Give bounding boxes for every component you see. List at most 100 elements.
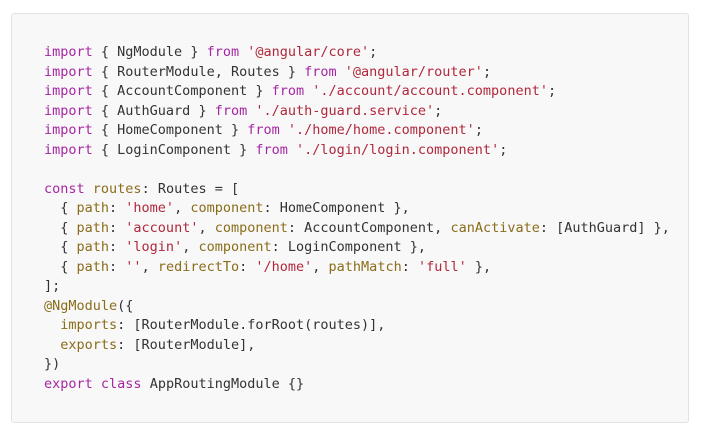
code-token-string: './home/home.component'	[287, 122, 475, 138]
code-line: { path: 'account', component: AccountCom…	[44, 219, 670, 239]
code-token-keyword: import	[44, 141, 93, 158]
code-token-plain	[280, 122, 288, 138]
code-token-prop: pathMatch	[328, 258, 402, 275]
code-token-plain: : LoginComponent },	[271, 239, 427, 255]
code-token-keyword: import	[44, 122, 93, 138]
code-token-plain	[288, 142, 296, 158]
code-token-keyword: from	[214, 102, 248, 119]
code-token-plain: {	[44, 258, 77, 275]
code-token-prop: component	[214, 219, 288, 236]
code-token-string: '@angular/core'	[247, 44, 370, 60]
code-line: { path: '', redirectTo: '/home', pathMat…	[44, 258, 670, 278]
code-token-plain	[44, 337, 60, 353]
code-token-string: './auth-guard.service'	[255, 102, 435, 119]
code-token-keyword: export	[44, 375, 93, 392]
code-token-plain: ,	[312, 258, 329, 275]
code-token-plain: :	[401, 258, 418, 275]
code-token-keyword: from	[304, 63, 337, 80]
code-token-plain: :	[109, 239, 126, 255]
code-token-plain: ,	[182, 239, 199, 255]
code-line: })	[44, 355, 670, 375]
code-token-plain	[85, 181, 93, 197]
code-token-string: '@angular/router'	[344, 63, 483, 80]
code-token-prop: component	[198, 239, 272, 255]
code-token-plain: { AccountComponent }	[92, 83, 272, 99]
code-token-keyword: import	[44, 44, 93, 60]
code-token-plain: ];	[44, 278, 61, 294]
code-token-prop: exports	[60, 336, 118, 353]
code-token-prop: redirectTo	[157, 258, 240, 275]
code-token-plain: {	[44, 239, 77, 255]
code-token-plain: : [RouterModule],	[117, 336, 256, 353]
code-token-plain: : [AuthGuard] },	[539, 219, 670, 236]
code-token-keyword: from	[206, 44, 240, 60]
code-block[interactable]: import { NgModule } from '@angular/core'…	[44, 43, 670, 394]
code-token-plain: :	[109, 219, 126, 236]
code-token-keyword: class	[100, 375, 142, 392]
code-token-keyword: import	[44, 63, 93, 80]
code-token-plain: {	[44, 219, 77, 236]
code-token-string: './account/account.component'	[312, 83, 548, 99]
code-token-plain: ,	[141, 258, 158, 275]
code-token-plain: ;	[369, 44, 378, 60]
code-token-keyword: import	[44, 83, 93, 99]
code-token-string: 'full'	[417, 258, 467, 275]
code-line: export class AppRoutingModule {}	[44, 375, 670, 395]
code-token-keyword: import	[44, 102, 93, 119]
code-token-string: 'account'	[125, 219, 199, 236]
code-token-plain: ;	[547, 83, 557, 99]
code-token-prop: routes	[92, 180, 142, 197]
code-token-plain: ({	[117, 297, 134, 314]
code-line: import { NgModule } from '@angular/core'…	[44, 43, 670, 63]
code-token-plain: : [RouterModule.forRoot(routes)],	[117, 317, 386, 333]
code-line: import { AccountComponent } from './acco…	[44, 82, 670, 102]
code-token-prop: canActivate	[450, 219, 540, 236]
code-line: { path: 'login', component: LoginCompone…	[44, 238, 670, 258]
code-token-plain: ;	[499, 141, 508, 158]
code-token-prop: path	[76, 219, 110, 236]
code-token-plain: { NgModule }	[92, 44, 207, 60]
code-line: import { AuthGuard } from './auth-guard.…	[44, 102, 670, 122]
code-token-keyword: from	[255, 141, 288, 158]
code-line: const routes: Routes = [	[44, 180, 670, 200]
code-token-plain: :	[109, 258, 126, 275]
code-line: { path: 'home', component: HomeComponent…	[44, 199, 670, 219]
code-token-string: '/home'	[255, 258, 313, 275]
code-token-plain	[337, 64, 345, 80]
code-line: import { HomeComponent } from './home/ho…	[44, 121, 670, 141]
code-token-plain: ;	[482, 63, 492, 80]
code-token-plain: : HomeComponent },	[263, 200, 410, 216]
code-token-prop: component	[190, 200, 264, 216]
code-token-plain: : AccountComponent,	[287, 219, 451, 236]
code-token-prop: imports	[60, 317, 118, 333]
code-token-plain: ;	[434, 102, 443, 119]
code-line: imports: [RouterModule.forRoot(routes)],	[44, 316, 670, 336]
code-token-prop: path	[76, 239, 110, 255]
code-token-prop: @NgModule	[44, 297, 118, 314]
code-line: @NgModule({	[44, 297, 670, 317]
code-token-plain: :	[239, 258, 256, 275]
code-token-plain	[44, 317, 60, 333]
code-token-plain: })	[44, 356, 61, 372]
code-token-string: 'login'	[125, 239, 183, 255]
code-token-plain: AppRoutingModule {}	[141, 375, 305, 392]
code-token-plain: : Routes = [	[141, 180, 240, 197]
code-token-plain: { HomeComponent }	[92, 122, 248, 138]
code-token-string: 'home'	[125, 200, 175, 216]
code-line: exports: [RouterModule],	[44, 336, 670, 356]
code-token-plain: { AuthGuard }	[92, 102, 215, 119]
code-token-plain: :	[109, 200, 126, 216]
code-token-plain: { LoginComponent }	[92, 141, 256, 158]
code-token-prop: path	[76, 200, 110, 216]
code-token-plain: { RouterModule, Routes }	[92, 63, 305, 80]
code-token-plain	[239, 44, 247, 60]
code-line: import { RouterModule, Routes } from '@a…	[44, 63, 670, 83]
code-token-plain: },	[466, 258, 492, 275]
code-token-keyword: from	[247, 122, 280, 138]
code-token-plain: ,	[198, 219, 215, 236]
code-token-keyword: from	[271, 83, 305, 99]
code-token-keyword: const	[44, 180, 85, 197]
code-token-prop: path	[76, 258, 110, 275]
code-token-plain: ,	[174, 200, 191, 216]
code-line: import { LoginComponent } from './login/…	[44, 141, 670, 161]
